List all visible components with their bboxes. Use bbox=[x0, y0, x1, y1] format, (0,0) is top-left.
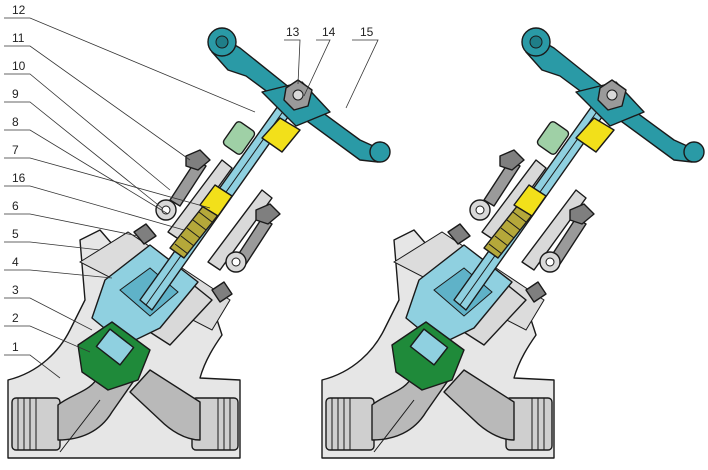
callout-label: 2 bbox=[12, 311, 19, 325]
callout-label: 1 bbox=[12, 340, 19, 354]
callout-label: 6 bbox=[12, 199, 19, 213]
callout-leaders bbox=[4, 17, 379, 379]
callout-label: 14 bbox=[322, 25, 336, 39]
callout-label: 7 bbox=[12, 143, 19, 157]
callout-label: 8 bbox=[12, 115, 19, 129]
callout-label: 5 bbox=[12, 227, 19, 241]
part-callouts: 12 11 10 9 8 7 16 6 5 4 3 2 1 13 14 15 bbox=[12, 3, 374, 354]
valve-right bbox=[321, 27, 705, 459]
callout-label: 9 bbox=[12, 87, 19, 101]
callout-label: 3 bbox=[12, 283, 19, 297]
callout-label: 12 bbox=[12, 3, 26, 17]
callout-label: 11 bbox=[12, 31, 25, 45]
callout-label: 16 bbox=[12, 171, 26, 185]
callout-label: 4 bbox=[12, 255, 19, 269]
callout-label: 15 bbox=[360, 25, 374, 39]
callout-label: 13 bbox=[286, 25, 300, 39]
callout-label: 10 bbox=[12, 59, 26, 73]
